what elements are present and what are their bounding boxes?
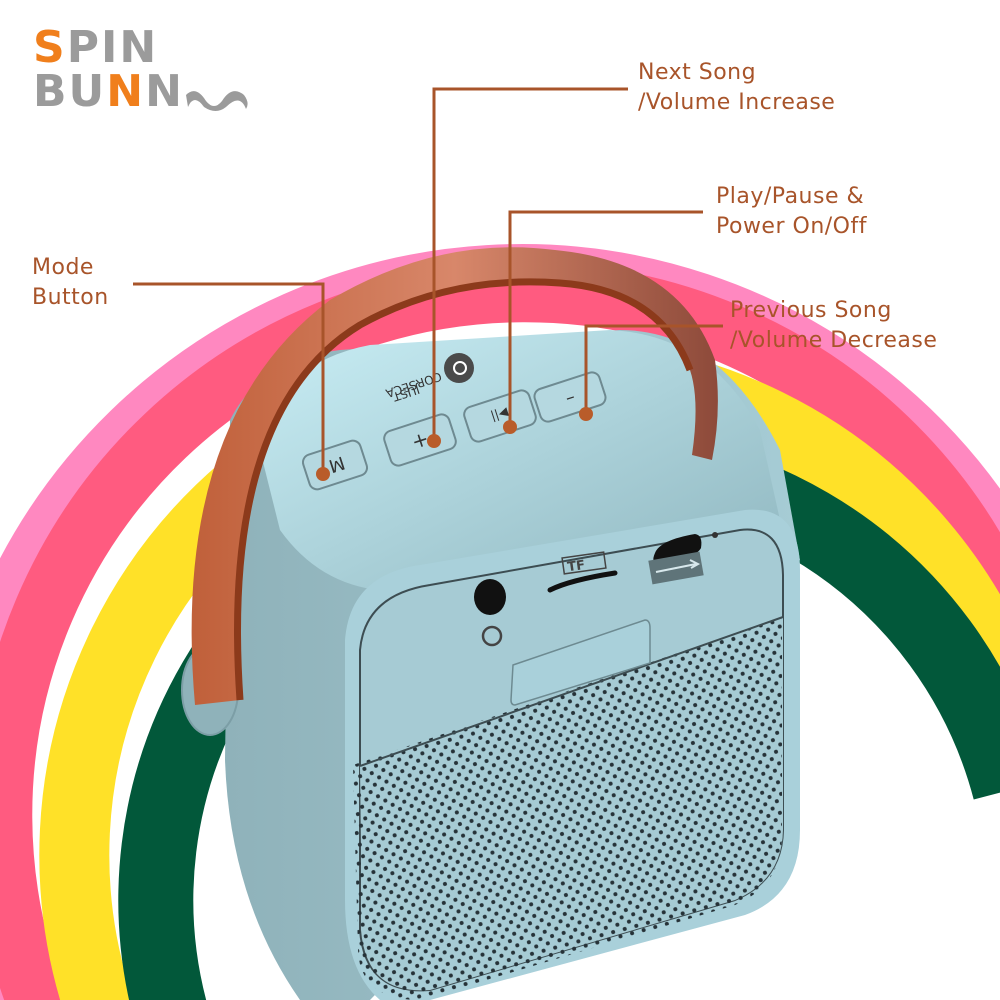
play-callout-line [508, 210, 703, 424]
play-pause-button[interactable]: ▶|| [462, 388, 538, 443]
aux-port[interactable] [474, 579, 506, 615]
callout-lines [133, 87, 723, 473]
bunny-ears-icon [184, 79, 254, 111]
mode-callout-line [133, 282, 325, 473]
tf-label-box [561, 551, 607, 575]
logo-line-1: SPIN [33, 22, 159, 73]
volume-up-button[interactable]: + [382, 412, 458, 467]
callout-mode: Mode Button [32, 255, 109, 310]
label-plate [510, 619, 651, 706]
callout-next: Next Song /Volume Increase [638, 60, 836, 115]
tf-card-slot[interactable] [547, 570, 618, 593]
svg-text:+: + [408, 426, 431, 454]
headphone-icon [481, 625, 503, 647]
logo-line-2: BUNN [33, 70, 254, 116]
led-indicator [712, 532, 718, 538]
callout-dots [316, 407, 593, 481]
svg-text:M: M [326, 452, 347, 477]
next-callout-line [432, 87, 628, 440]
callout-prev: Previous Song /Volume Decrease [730, 298, 938, 353]
volume-down-button[interactable]: – [532, 370, 607, 423]
spin-bunny-logo: SPIN BUNN [33, 22, 254, 116]
speaker-top [255, 330, 780, 592]
carry-handle [191, 247, 718, 705]
corseca-logo-icon [444, 353, 474, 383]
tf-label: TF [566, 558, 586, 575]
svg-text:▶||: ▶|| [489, 406, 510, 425]
prev-callout-line [584, 324, 723, 414]
callout-play: Play/Pause & Power On/Off [716, 184, 867, 239]
